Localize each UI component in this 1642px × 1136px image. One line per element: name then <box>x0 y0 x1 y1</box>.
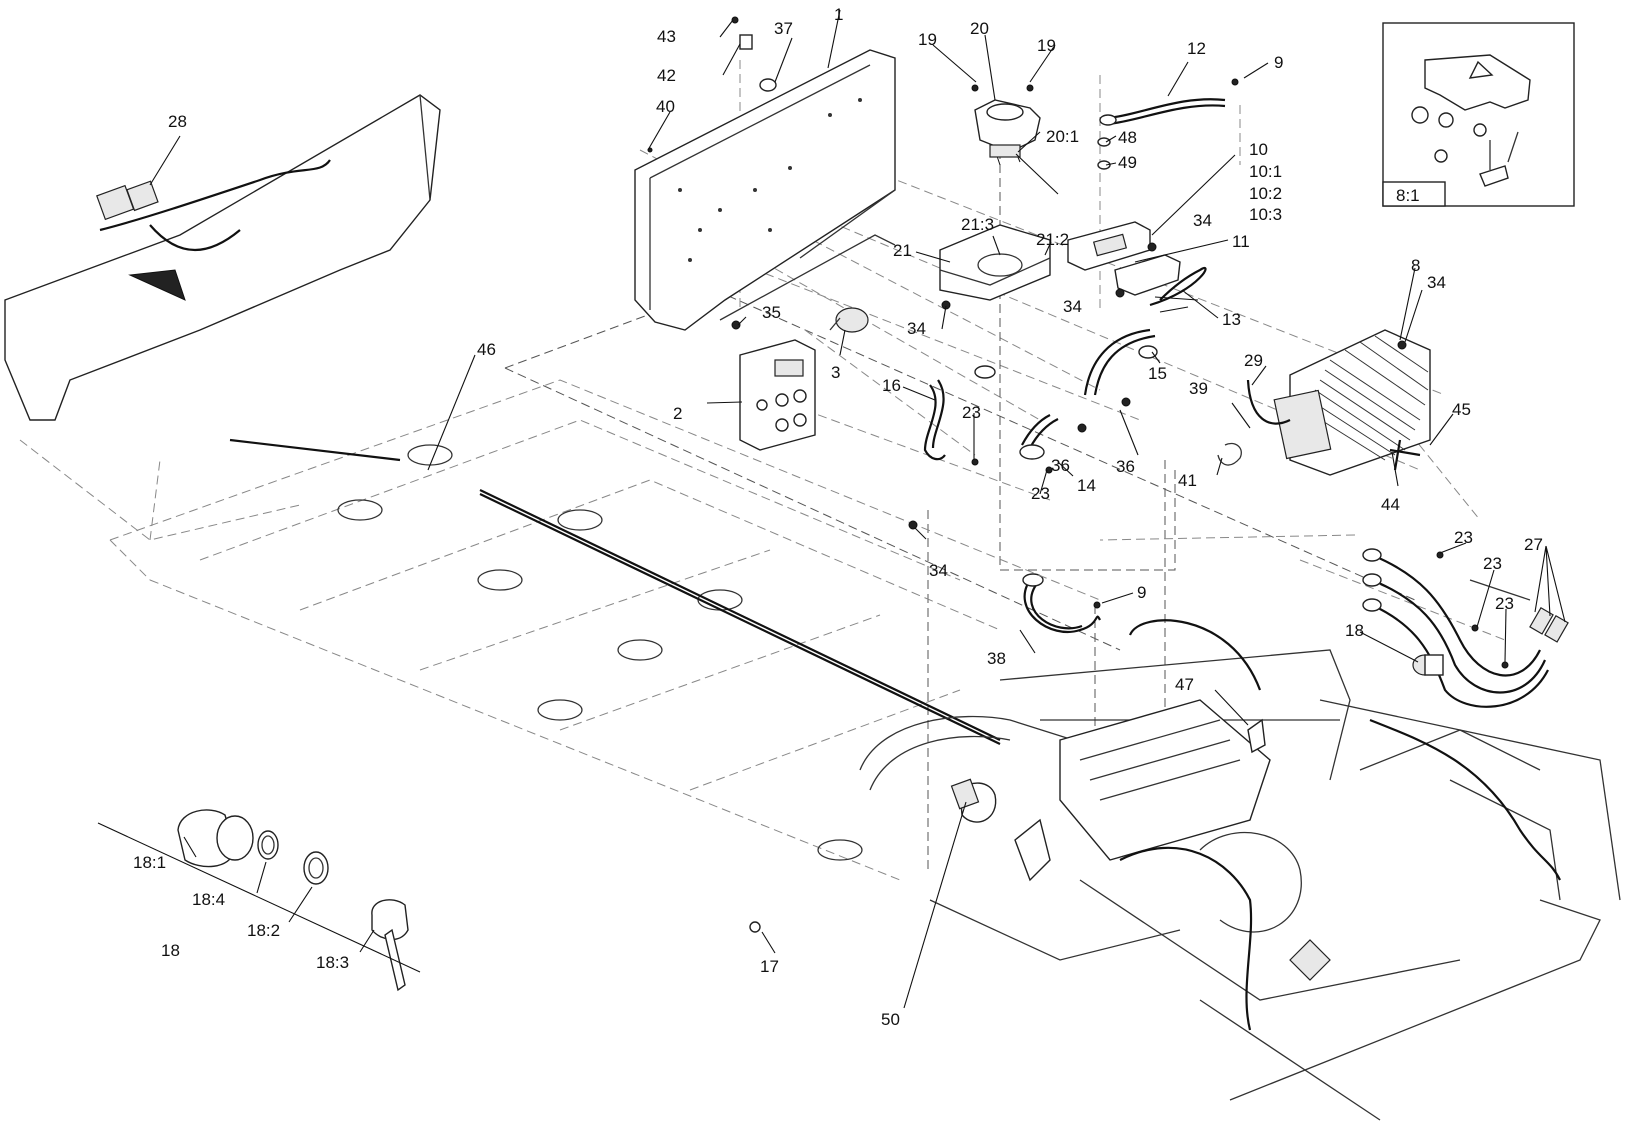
callout-2: 2 <box>673 404 682 423</box>
charger-heatsink <box>1246 329 1431 476</box>
mount-bracket <box>939 224 1051 301</box>
alignment-lines <box>504 60 1506 870</box>
callout-11: 11 <box>1232 232 1250 251</box>
callout-42: 42 <box>657 66 676 85</box>
nut-part <box>1411 106 1429 124</box>
callout-34-d: 34 <box>929 561 948 580</box>
callout-23-d: 23 <box>1483 554 1502 573</box>
callout-10-1: 10:1 <box>1249 162 1282 181</box>
callout-45: 45 <box>1452 400 1471 419</box>
callout-18-1: 18:1 <box>133 853 166 872</box>
callout-27: 27 <box>1524 535 1543 554</box>
charging-cables <box>1362 548 1569 708</box>
callout-21-2: 21:2 <box>1036 230 1069 249</box>
small-bracket <box>1247 718 1266 754</box>
callout-1: 1 <box>834 5 843 24</box>
callout-40: 40 <box>656 97 675 116</box>
callout-18-2: 18:2 <box>247 921 280 940</box>
battery-cables <box>923 98 1226 633</box>
callout-12: 12 <box>1187 39 1206 58</box>
callout-16: 16 <box>882 376 901 395</box>
callout-34-a: 34 <box>1193 211 1212 230</box>
callout-3: 3 <box>831 363 840 382</box>
callout-19-right: 19 <box>1037 36 1056 55</box>
callout-36-a: 36 <box>1116 457 1135 476</box>
callout-28: 28 <box>168 112 187 131</box>
callout-labels: 1 2 3 8 8:1 9 9 10 10:1 10:2 10:3 11 12 … <box>133 5 1543 1029</box>
callout-43: 43 <box>657 27 676 46</box>
callout-50: 50 <box>881 1010 900 1029</box>
callout-10-2: 10:2 <box>1249 184 1282 203</box>
callout-47: 47 <box>1175 675 1194 694</box>
harness-connector <box>950 778 980 810</box>
callout-44: 44 <box>1381 495 1400 514</box>
motor-controller <box>739 339 816 451</box>
callout-23-b: 23 <box>1031 484 1050 503</box>
callout-34-b: 34 <box>1063 297 1082 316</box>
key-switch-part <box>1412 654 1444 676</box>
callout-23-c: 23 <box>1454 528 1473 547</box>
callout-23-e: 23 <box>1495 594 1514 613</box>
callout-8: 8 <box>1411 256 1420 275</box>
callout-29: 29 <box>1244 351 1263 370</box>
warning-triangle-icon <box>1468 60 1494 79</box>
callout-38: 38 <box>987 649 1006 668</box>
leader-lines <box>149 9 1566 1009</box>
callout-21: 21 <box>893 241 912 260</box>
solenoid-part <box>974 99 1041 166</box>
detail-inset-8-1 <box>1382 22 1575 207</box>
callout-35: 35 <box>762 303 781 322</box>
callout-37: 37 <box>774 19 793 38</box>
callout-46: 46 <box>477 340 496 359</box>
callout-34-c: 34 <box>907 319 926 338</box>
callout-9-mid: 9 <box>1137 583 1146 602</box>
callout-20: 20 <box>970 19 989 38</box>
callout-41: 41 <box>1178 471 1197 490</box>
callout-14: 14 <box>1077 476 1096 495</box>
callout-18-3: 18:3 <box>316 953 349 972</box>
callout-10-3: 10:3 <box>1249 205 1282 224</box>
callout-48: 48 <box>1118 128 1137 147</box>
main-frame <box>109 379 1621 1121</box>
relay-panel <box>1067 221 1181 296</box>
callout-20-1: 20:1 <box>1046 127 1079 146</box>
callout-8-1: 8:1 <box>1396 186 1420 205</box>
callout-18-left: 18 <box>161 941 180 960</box>
callout-18-4: 18:4 <box>192 890 225 909</box>
callout-10: 10 <box>1249 140 1268 159</box>
callout-15: 15 <box>1148 364 1167 383</box>
cover-cap-part <box>1424 54 1531 111</box>
bracket-panel <box>634 49 896 331</box>
callout-19-left: 19 <box>918 30 937 49</box>
callout-9-top: 9 <box>1274 53 1283 72</box>
callout-39: 39 <box>1189 379 1208 398</box>
key-switch-exploded <box>97 809 421 992</box>
dash-panel <box>4 94 441 541</box>
callout-21-3: 21:3 <box>961 215 994 234</box>
connector-part <box>829 307 869 333</box>
callout-13: 13 <box>1222 310 1241 329</box>
callout-36-b: 36 <box>1051 456 1070 475</box>
callout-18-right: 18 <box>1345 621 1364 640</box>
callout-23-a: 23 <box>962 403 981 422</box>
callout-17: 17 <box>760 957 779 976</box>
callout-34-e: 34 <box>1427 273 1446 292</box>
callout-49: 49 <box>1118 153 1137 172</box>
